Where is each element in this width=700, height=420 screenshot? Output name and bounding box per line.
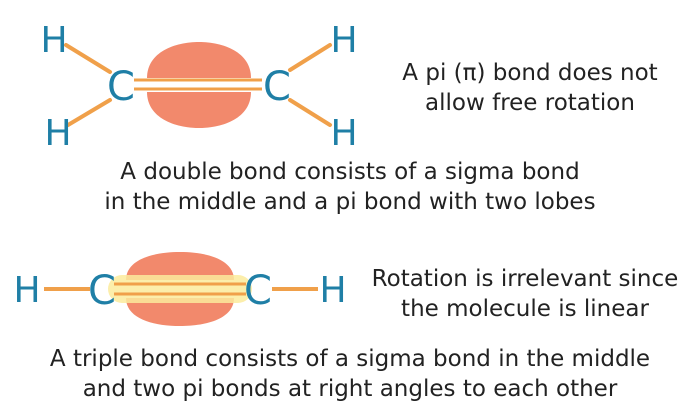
bond-h-bottom-left bbox=[66, 98, 112, 127]
double-bond-caption-line1: A double bond consists of a sigma bond bbox=[120, 159, 580, 185]
atom-h-right: H bbox=[319, 270, 346, 311]
pi-lobe-upper bbox=[147, 42, 251, 78]
triple-bond-caption-line1: A triple bond consists of a sigma bond i… bbox=[49, 346, 651, 372]
atom-c-left: C bbox=[88, 268, 116, 314]
atom-h-bottom-left: H bbox=[44, 113, 71, 154]
triple-bond-molecule: H C C H bbox=[13, 252, 347, 326]
double-bond-molecule: H H C C H H bbox=[40, 20, 357, 154]
double-bond-note-line2: allow free rotation bbox=[425, 90, 635, 116]
atom-h-top-left: H bbox=[40, 20, 67, 61]
triple-bond-note-line1: Rotation is irrelevant since bbox=[371, 266, 679, 292]
pi-band-perpendicular bbox=[108, 275, 252, 303]
atom-c-right: C bbox=[263, 64, 291, 110]
triple-bond-note-line2: the molecule is linear bbox=[401, 296, 649, 322]
atom-h-left: H bbox=[13, 270, 40, 311]
triple-bond-caption-line2: and two pi bonds at right angles to each… bbox=[82, 376, 618, 402]
atom-h-bottom-right: H bbox=[330, 113, 357, 154]
bond-h-bottom-right bbox=[288, 98, 332, 127]
double-bond-caption-line2: in the middle and a pi bond with two lob… bbox=[104, 189, 596, 215]
pi-lobe-lower bbox=[126, 298, 234, 326]
pi-lobe-lower bbox=[147, 92, 251, 128]
double-bond-note: A pi (π) bond does not allow free rotati… bbox=[385, 58, 675, 118]
bond-h-top-left bbox=[64, 43, 112, 74]
triple-bond-note: Rotation is irrelevant since the molecul… bbox=[370, 264, 680, 324]
bond-h-top-right bbox=[288, 43, 332, 72]
atom-c-right: C bbox=[244, 268, 272, 314]
double-bond-note-line1: A pi (π) bond does not bbox=[402, 60, 658, 86]
atom-h-top-right: H bbox=[330, 20, 357, 61]
pi-lobe-upper bbox=[126, 252, 234, 280]
atom-c-left: C bbox=[107, 64, 135, 110]
